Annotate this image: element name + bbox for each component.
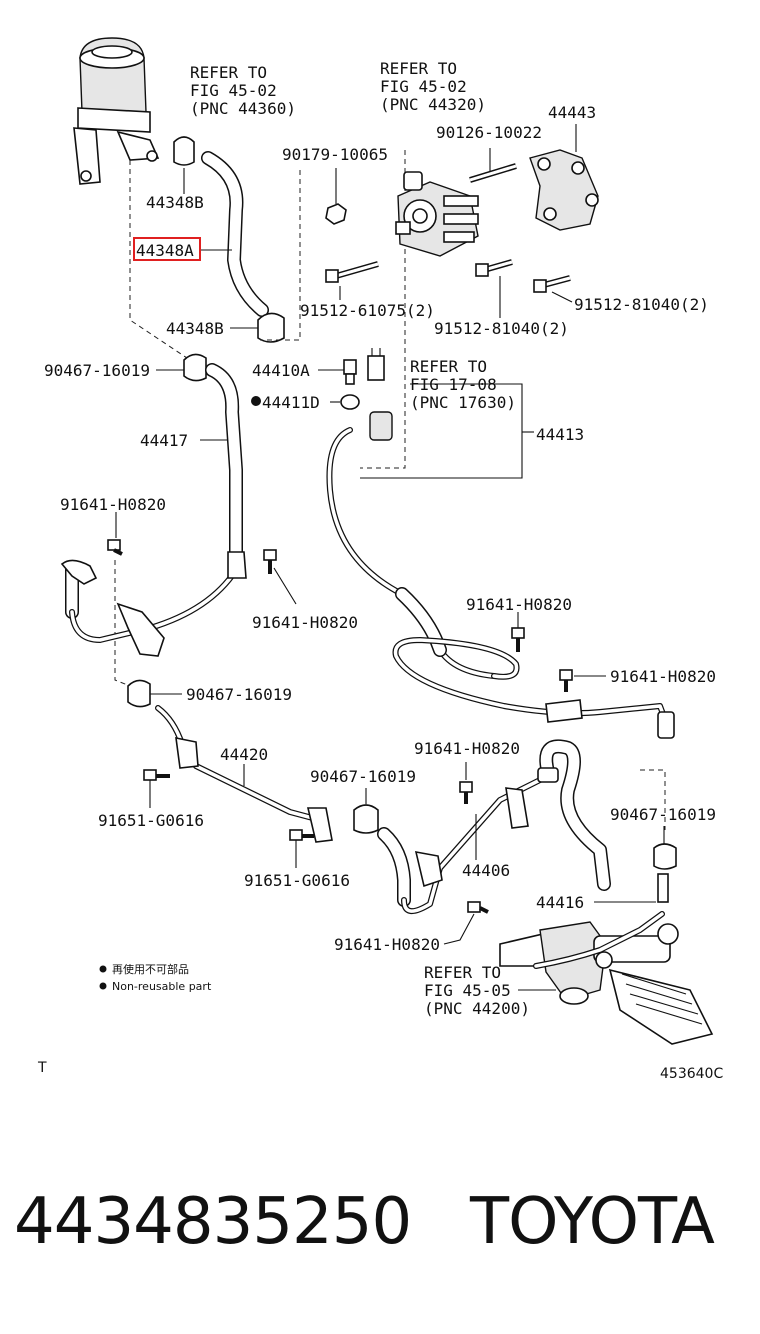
- label-91641-h0820-d: 91641-H0820: [610, 667, 716, 686]
- label-44443: 44443: [548, 103, 596, 122]
- brand-name: TOYOTA: [470, 1185, 715, 1259]
- label-44416: 44416: [536, 893, 584, 912]
- clamp-90467-c: [353, 788, 379, 834]
- label-91512-81040-b: 91512-81040(2): [574, 295, 709, 314]
- bolt-91641-b: [263, 549, 297, 605]
- label-91512-81040-a: 91512-81040(2): [434, 319, 569, 338]
- bolt-91512-81040-right: [533, 275, 573, 303]
- ref-reservoir-line1: REFER TO: [190, 63, 267, 82]
- label-90467-16019-c: 90467-16019: [310, 767, 416, 786]
- legend-text-cn: 再使用不可部品: [112, 962, 189, 976]
- tube-44406: [377, 777, 543, 914]
- label-44420: 44420: [220, 745, 268, 764]
- ref-gear-line3: (PNC 44200): [424, 999, 530, 1018]
- gasket-44411d: [330, 394, 360, 410]
- label-91641-h0820-b: 91641-H0820: [252, 613, 358, 632]
- parts-diagram: REFER TO FIG 45-02 (PNC 44360) REFER TO …: [37, 37, 723, 1082]
- hose-44417: [200, 363, 243, 567]
- label-91651-g0616-b: 91651-G0616: [244, 871, 350, 890]
- bolt-91512-81040-left: [475, 259, 513, 318]
- ref-switch-line2: FIG 17-08: [410, 375, 497, 394]
- non-reusable-marker: [251, 396, 261, 406]
- ref-switch-line3: (PNC 17630): [410, 393, 516, 412]
- label-91641-h0820-e: 91641-H0820: [414, 739, 520, 758]
- nut-90179-10065: [325, 168, 347, 225]
- hose-44348a: [201, 151, 269, 317]
- reservoir-drawing: [73, 37, 160, 185]
- label-91641-h0820-a: 91641-H0820: [60, 495, 166, 514]
- bolt-91641-c: [511, 612, 525, 652]
- ref-switch-line1: REFER TO: [410, 357, 487, 376]
- label-44411d: 44411D: [262, 393, 320, 412]
- highlight-box: [133, 237, 201, 261]
- label-44413: 44413: [536, 425, 584, 444]
- label-44406: 44406: [462, 861, 510, 880]
- clamp-90467-d: [653, 826, 677, 903]
- label-91651-g0616-a: 91651-G0616: [98, 811, 204, 830]
- pipe-left-assembly: [60, 551, 247, 657]
- bolt-91641-f: [443, 901, 489, 945]
- bolt-91512-61075: [325, 261, 379, 300]
- ref-gear-line2: FIG 45-05: [424, 981, 511, 1000]
- clamp-90467-b: [127, 679, 182, 708]
- label-90467-16019-d: 90467-16019: [610, 805, 716, 824]
- clamp-90467-a: [156, 353, 207, 382]
- label-44417: 44417: [140, 431, 188, 450]
- label-44348b-bottom: 44348B: [166, 319, 224, 338]
- label-44348a: 44348A: [136, 241, 194, 260]
- pressure-switch-drawing: [367, 348, 393, 441]
- clamp-44348b-bottom: [230, 312, 285, 343]
- bolt-91641-d: [559, 669, 606, 692]
- legend-dot-en: [99, 982, 107, 990]
- bracket-44443: [529, 124, 599, 231]
- label-91641-h0820-c: 91641-H0820: [466, 595, 572, 614]
- ref-pump-line1: REFER TO: [380, 59, 457, 78]
- clamp-44348b-top: [173, 136, 195, 194]
- legend-dot-cn: [99, 965, 107, 973]
- figure-code: 453640C: [660, 1066, 723, 1082]
- label-91641-h0820-f: 91641-H0820: [334, 935, 440, 954]
- label-90179-10065: 90179-10065: [282, 145, 388, 164]
- ref-reservoir-line2: FIG 45-02: [190, 81, 277, 100]
- ref-pump-line3: (PNC 44320): [380, 95, 486, 114]
- label-90467-16019-a: 90467-16019: [44, 361, 150, 380]
- union-bolt-44410a: [318, 359, 357, 385]
- hose-44416: [537, 739, 656, 903]
- corner-mark: T: [37, 1060, 47, 1076]
- label-90467-16019-b: 90467-16019: [186, 685, 292, 704]
- ref-gear-line1: REFER TO: [424, 963, 501, 982]
- part-number: 4434835250: [14, 1185, 412, 1259]
- label-90126-10022: 90126-10022: [436, 123, 542, 142]
- legend-text-en: Non-reusable part: [112, 980, 212, 993]
- hose-44413: [326, 427, 675, 739]
- ref-reservoir-line3: (PNC 44360): [190, 99, 296, 118]
- tube-44420: [155, 705, 333, 843]
- pump-drawing: [395, 171, 479, 257]
- stud-90126-10022: [469, 148, 517, 183]
- bolt-91651-b: [289, 829, 314, 868]
- label-44410a: 44410A: [252, 361, 310, 380]
- bolt-91651-a: [143, 769, 170, 808]
- label-91512-61075: 91512-61075(2): [300, 301, 435, 320]
- steering-gear-drawing: [499, 911, 714, 1045]
- bolt-91641-a: [107, 512, 123, 556]
- ref-pump-line2: FIG 45-02: [380, 77, 467, 96]
- bolt-91641-e: [459, 762, 473, 804]
- label-44348b-top: 44348B: [146, 193, 204, 212]
